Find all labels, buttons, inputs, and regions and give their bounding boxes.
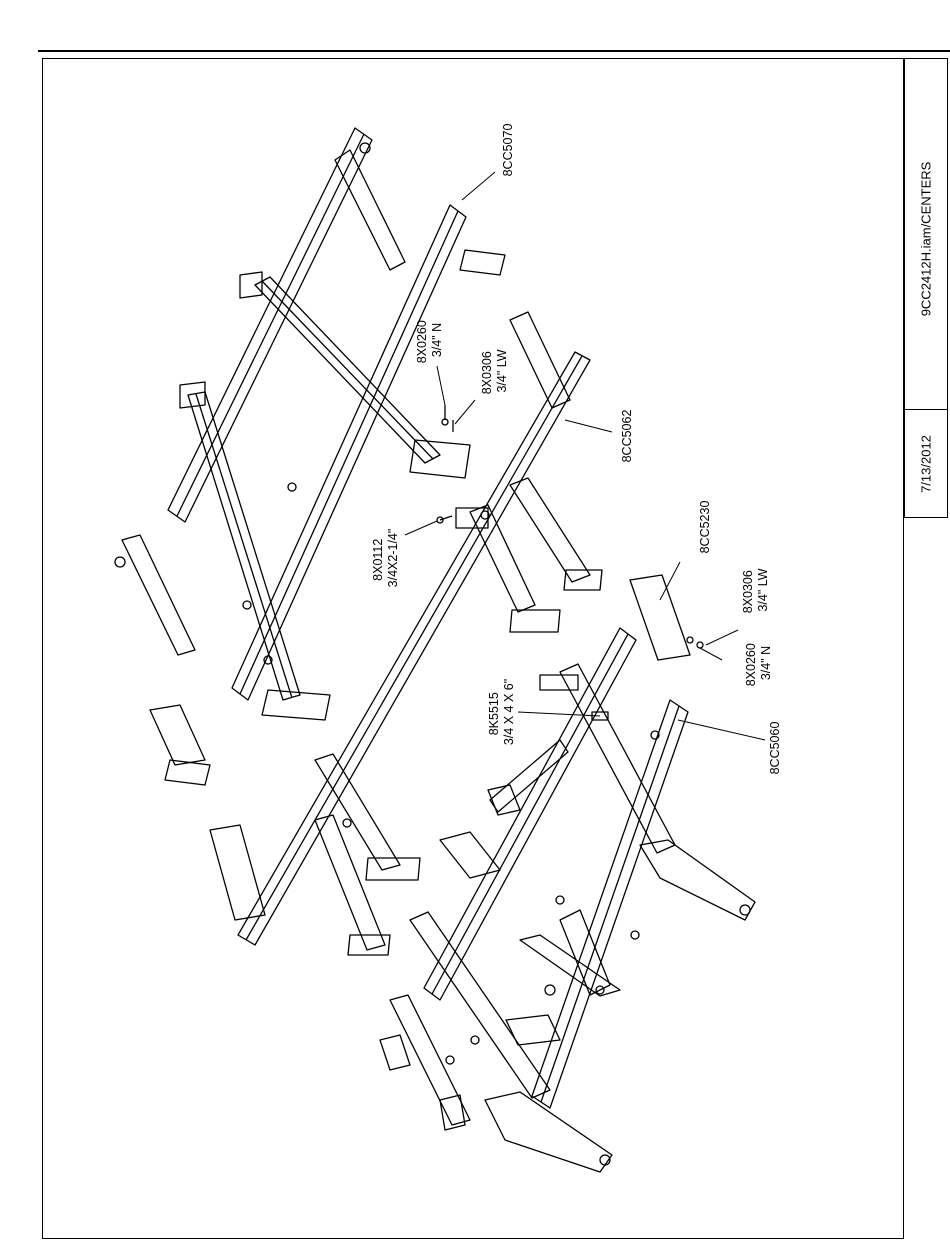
callout-8x0112: 8X0112 3/4X2-1/4" [371, 529, 400, 588]
hitch-arm [640, 840, 755, 920]
callout-8cc5062: 8CC5062 [620, 410, 634, 463]
mount-plate [410, 440, 470, 478]
callout-8x0306-lower: 8X0306 3/4" LW [741, 567, 770, 614]
main-frame-assembly [380, 575, 755, 1172]
callout-8x0306-upper: 8X0306 3/4" LW [480, 348, 509, 395]
callout-8cc5230: 8CC5230 [698, 501, 712, 554]
callout-8cc5060: 8CC5060 [768, 722, 782, 775]
callout-8x0260-upper: 8X0260 3/4" N [415, 317, 444, 364]
leader-lines [405, 172, 765, 740]
callout-8x0260-lower: 8X0260 3/4" N [744, 640, 773, 687]
middle-frame-assembly [210, 312, 602, 955]
hardware-group [437, 405, 703, 720]
mount-plate [630, 575, 690, 660]
upper-frame-assembly [115, 128, 505, 785]
callout-8k5515: 8K5515 3/4 X 4 X 6" [487, 679, 516, 745]
callout-8cc5070: 8CC5070 [501, 124, 515, 177]
